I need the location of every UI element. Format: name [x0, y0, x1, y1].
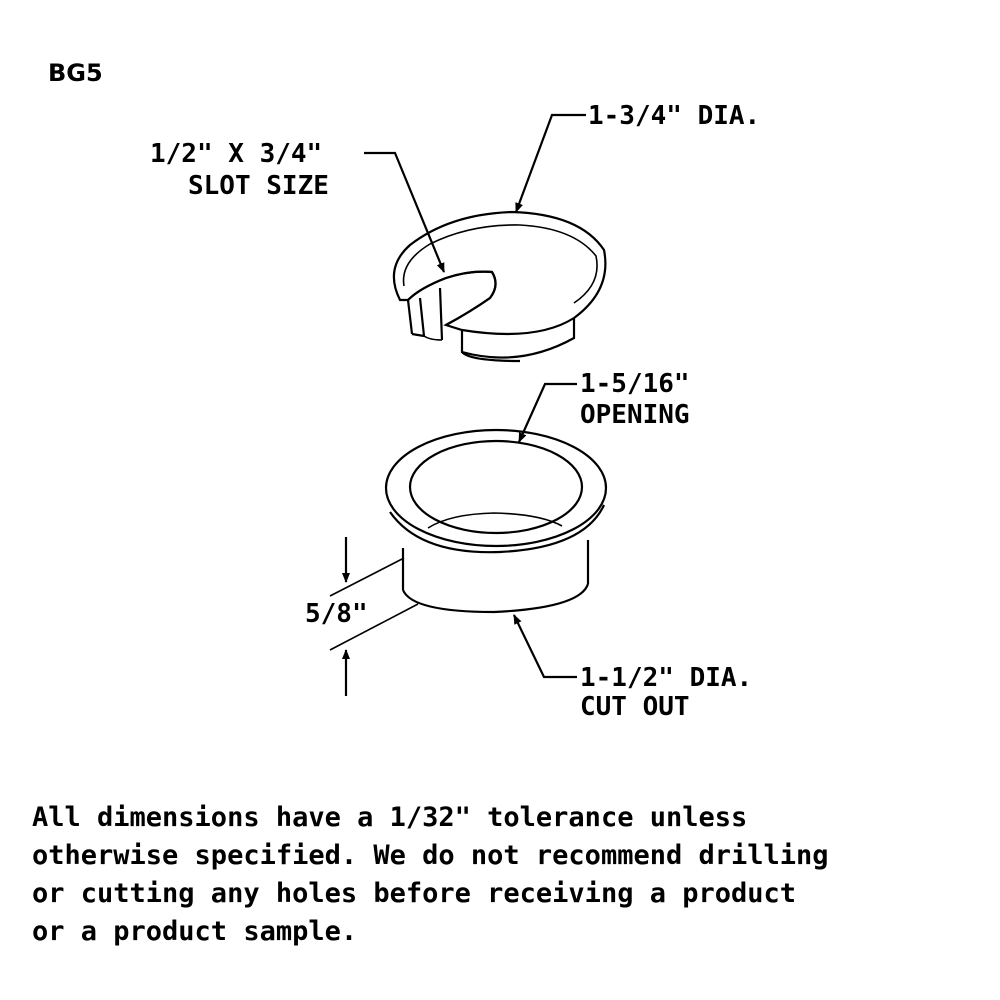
- height-extension-top: [329, 557, 405, 597]
- note-line: otherwise specified. We do not recommend…: [32, 840, 829, 871]
- height-extension-bottom: [329, 603, 419, 651]
- grommet-cap-illustration: [392, 210, 607, 363]
- tolerance-note: All dimensions have a 1/32" tolerance un…: [32, 799, 992, 951]
- cutout-leader: [513, 614, 577, 679]
- slot-size-leader: [364, 151, 446, 273]
- opening-leader: [517, 382, 577, 443]
- cutout-label-line1: 1-1/2" DIA.: [580, 663, 753, 693]
- part-code: BG5: [48, 59, 103, 87]
- height-label: 5/8": [305, 599, 368, 629]
- note-line: or cutting any holes before receiving a …: [32, 878, 797, 909]
- cap-diameter-leader: [514, 113, 586, 213]
- note-line: or a product sample.: [32, 916, 358, 947]
- slot-size-label-line2: SLOT SIZE: [188, 171, 329, 201]
- slot-size-label-line1: 1/2" X 3/4": [150, 139, 323, 169]
- opening-label-line1: 1-5/16": [580, 369, 690, 399]
- cutout-label-line2: CUT OUT: [580, 692, 690, 722]
- grommet-base-illustration: [384, 428, 608, 614]
- opening-label-line2: OPENING: [580, 400, 690, 430]
- cap-diameter-label: 1-3/4" DIA.: [588, 101, 761, 131]
- note-line: All dimensions have a 1/32" tolerance un…: [32, 802, 748, 833]
